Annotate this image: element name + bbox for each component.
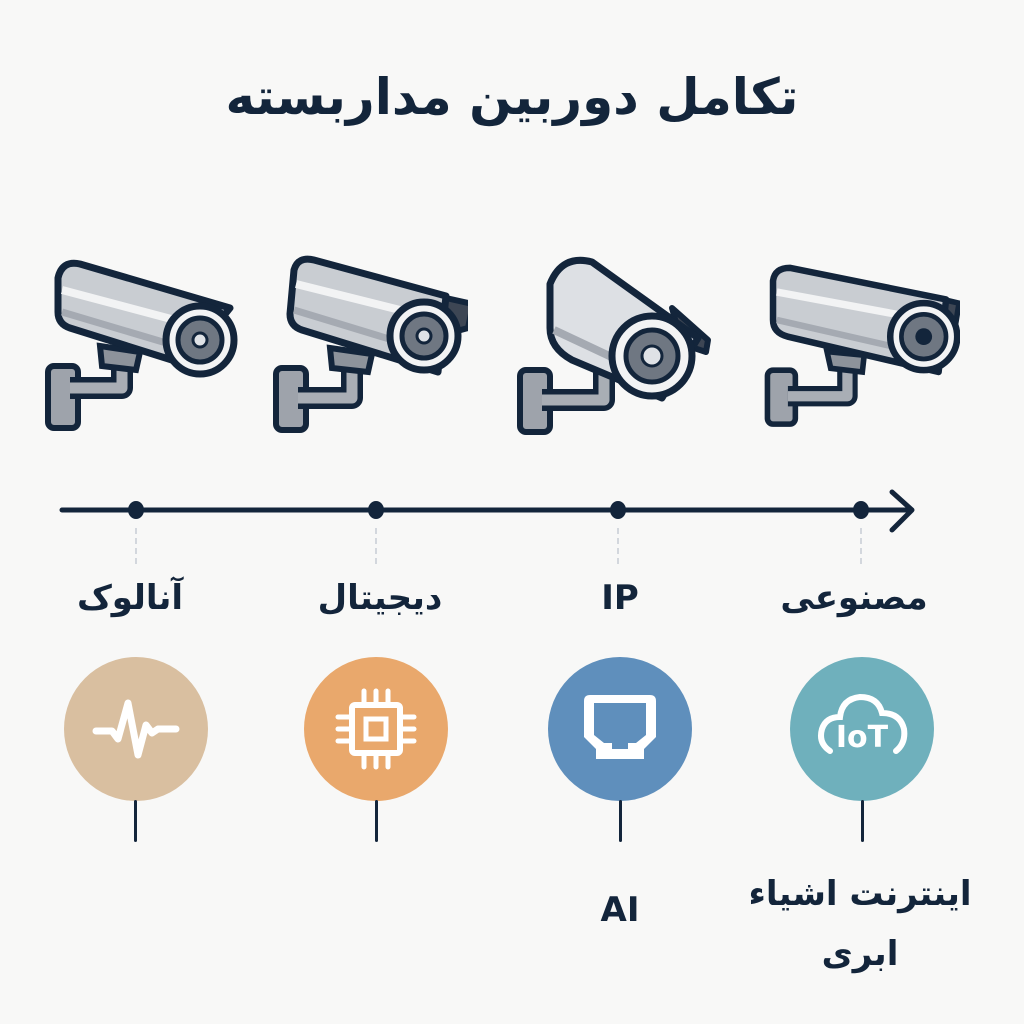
stem-line bbox=[134, 800, 137, 842]
svg-text:IoT: IoT bbox=[836, 720, 889, 755]
timeline-point-ip bbox=[610, 501, 626, 519]
timeline-dash bbox=[375, 528, 377, 564]
era-label-digital: دیجیتال bbox=[317, 578, 443, 618]
analog-camera-icon bbox=[40, 248, 240, 443]
iot-cloud-icon: IoT bbox=[818, 693, 908, 755]
ip-camera-icon bbox=[512, 248, 712, 443]
era-label-ai: مصنوعی bbox=[780, 578, 928, 618]
sub-label-iot-line2: ابری bbox=[821, 934, 899, 974]
timeline-dash bbox=[135, 528, 137, 564]
timeline-point-analog bbox=[128, 501, 144, 519]
timeline-axis bbox=[59, 489, 920, 533]
stem-line bbox=[375, 800, 378, 842]
timeline-dash bbox=[860, 528, 862, 564]
iot-circle: IoT bbox=[790, 657, 934, 801]
page-title: تکامل دوربین مداربسته bbox=[225, 68, 799, 126]
ethernet-port-icon bbox=[584, 695, 656, 759]
timeline-dash bbox=[617, 528, 619, 564]
stem-line bbox=[619, 800, 622, 842]
ip-circle bbox=[548, 657, 692, 801]
stem-line bbox=[861, 800, 864, 842]
chip-icon bbox=[335, 688, 417, 770]
sub-label-iot-line1: اینترنت اشیاء bbox=[748, 874, 972, 914]
digital-camera-icon bbox=[268, 248, 476, 443]
waveform-icon bbox=[92, 699, 180, 759]
ai-camera-icon bbox=[760, 248, 962, 443]
era-label-ip: IP bbox=[601, 578, 639, 618]
sub-label-ai: AI bbox=[600, 890, 640, 930]
analog-circle bbox=[64, 657, 208, 801]
digital-circle bbox=[304, 657, 448, 801]
timeline-point-digital bbox=[368, 501, 384, 519]
timeline-point-ai bbox=[853, 501, 869, 519]
era-label-analog: آنالوک bbox=[76, 578, 184, 618]
